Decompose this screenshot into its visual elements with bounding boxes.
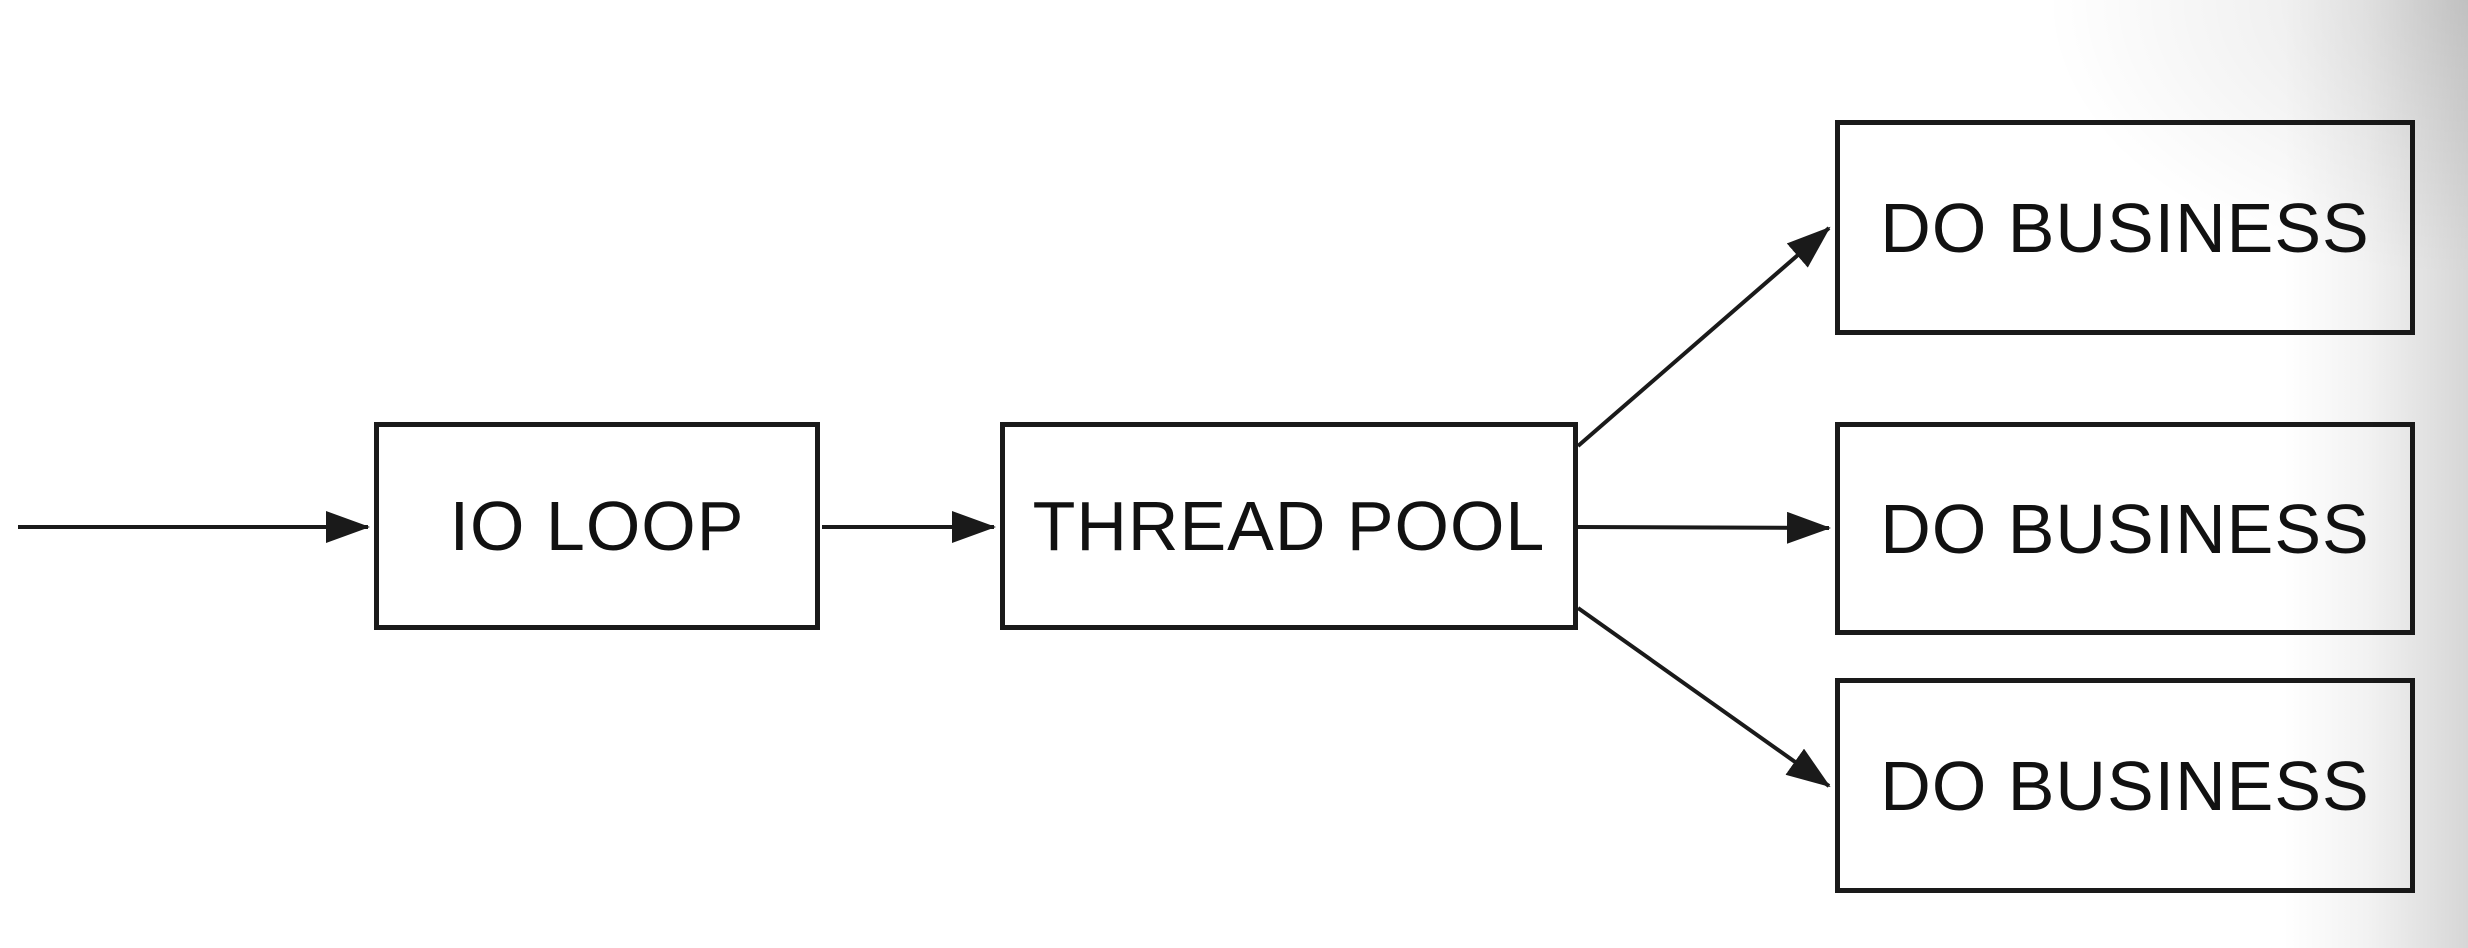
arrow-thread-pool-to-do-business-3 — [1576, 606, 1831, 788]
node-do-business-2: DO BUSINESS — [1835, 422, 2415, 635]
node-io-loop-label: IO LOOP — [449, 487, 745, 565]
node-thread-pool: THREAD POOL — [1000, 422, 1578, 630]
arrow-thread-pool-to-do-business-2 — [1577, 511, 1831, 544]
node-io-loop: IO LOOP — [374, 422, 820, 630]
node-do-business-3: DO BUSINESS — [1835, 678, 2415, 893]
node-do-business-1-label: DO BUSINESS — [1880, 188, 2370, 267]
node-do-business-1: DO BUSINESS — [1835, 120, 2415, 335]
node-do-business-3-label: DO BUSINESS — [1880, 746, 2370, 825]
node-do-business-2-label: DO BUSINESS — [1880, 489, 2370, 568]
node-thread-pool-label: THREAD POOL — [1032, 487, 1546, 565]
arrow-thread-pool-to-do-business-1 — [1576, 226, 1831, 448]
